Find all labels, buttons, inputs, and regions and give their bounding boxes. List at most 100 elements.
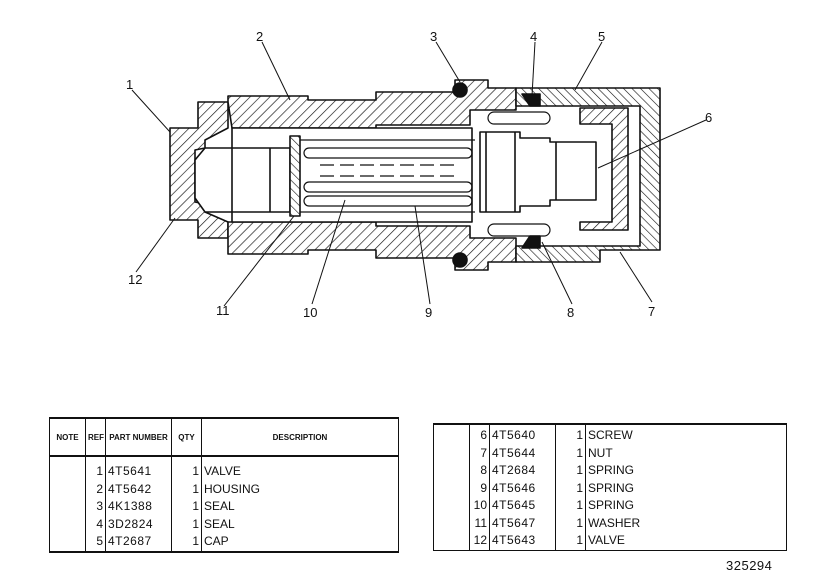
callout-labels: 1 2 3 4 5 6 7 8 9 10 11 12 — [126, 29, 712, 320]
callout-11: 11 — [216, 303, 230, 318]
part-number-cell: 4T5646 — [489, 479, 556, 497]
qty-cell: 1 — [171, 480, 202, 498]
spring-assembly — [300, 139, 475, 213]
part-number-cell: 4T5642 — [105, 480, 172, 498]
cross-section-drawing — [169, 79, 661, 271]
note-cell — [433, 444, 470, 462]
document-number: 325294 — [726, 558, 773, 573]
qty-cell: 1 — [555, 424, 586, 445]
qty-cell: 1 — [171, 533, 202, 552]
part-number-cell: 4T5644 — [489, 444, 556, 462]
callout-12: 12 — [128, 272, 142, 287]
header-description: DESCRIPTION — [201, 418, 399, 457]
table-row: 5 4T2687 1 CAP — [49, 533, 399, 552]
table-row: 9 4T5646 1 SPRING — [433, 479, 787, 497]
housing-upper — [227, 79, 517, 129]
ref-cell: 6 — [469, 424, 490, 445]
note-cell — [49, 498, 86, 516]
table-row: 12 4T5643 1 VALVE — [433, 532, 787, 550]
note-cell — [433, 479, 470, 497]
note-cell — [49, 533, 86, 552]
table-row: 2 4T5642 1 HOUSING — [49, 480, 399, 498]
qty-cell: 1 — [555, 514, 586, 532]
table-row: 6 4T5640 1 SCREW — [433, 424, 787, 445]
valve-end-part — [169, 101, 229, 239]
ref-cell: 7 — [469, 444, 490, 462]
nut-part — [579, 107, 629, 231]
callout-3: 3 — [430, 29, 437, 44]
qty-cell: 1 — [555, 497, 586, 515]
part-number-cell: 4T2687 — [105, 533, 172, 552]
parts-table-right: 6 4T5640 1 SCREW 7 4T5644 1 NUT 8 4T2684… — [433, 423, 787, 551]
description-cell: SPRING — [588, 480, 635, 495]
spring-8 — [487, 111, 551, 237]
callout-9: 9 — [425, 305, 432, 320]
callout-2: 2 — [256, 29, 263, 44]
callout-1: 1 — [126, 77, 133, 92]
callout-8: 8 — [567, 305, 574, 320]
part-number-cell: 4K1388 — [105, 498, 172, 516]
seal-3-top — [452, 82, 468, 98]
part-number-cell: 4T5640 — [489, 424, 556, 445]
header-part-number: PART NUMBER — [105, 418, 172, 457]
screw-part — [479, 131, 597, 213]
note-cell — [433, 532, 470, 550]
description-cell: SPRING — [588, 463, 635, 477]
ref-cell: 1 — [85, 456, 106, 481]
callout-10: 10 — [303, 305, 317, 320]
table-row: 4 3D2824 1 SEAL — [49, 515, 399, 533]
description-cell: SPRING — [588, 498, 635, 512]
note-cell — [433, 497, 470, 515]
seal-4-bottom — [521, 235, 541, 249]
seal-3-bottom — [452, 252, 468, 268]
callout-5: 5 — [598, 29, 605, 44]
qty-cell: 1 — [555, 444, 586, 462]
qty-cell: 1 — [555, 479, 586, 497]
part-number-cell: 4T5645 — [489, 497, 556, 515]
ref-cell: 11 — [469, 514, 490, 532]
description-cell: SEAL — [204, 516, 235, 531]
header-qty: QTY — [171, 418, 202, 457]
note-cell — [433, 514, 470, 532]
part-number-cell: 4T2684 — [489, 462, 556, 480]
table-row: 11 4T5647 1 WASHER — [433, 514, 787, 532]
table-header-row: NOTE REF NO PART NUMBER QTY DESCRIPTION — [49, 418, 399, 457]
description-cell: CAP — [204, 534, 229, 548]
description-cell: NUT — [588, 445, 613, 460]
ref-cell: 5 — [85, 533, 106, 552]
ref-cell: 12 — [469, 532, 490, 550]
header-note: NOTE — [49, 418, 86, 457]
ref-cell: 9 — [469, 479, 490, 497]
part-number-cell: 4T5641 — [105, 456, 172, 481]
qty-cell: 1 — [171, 515, 202, 533]
note-cell — [49, 456, 86, 481]
ref-cell: 4 — [85, 515, 106, 533]
note-cell — [433, 424, 470, 445]
header-ref-no: REF NO — [85, 418, 106, 457]
note-cell — [433, 462, 470, 480]
note-cell — [49, 515, 86, 533]
callout-4: 4 — [530, 29, 537, 44]
washer-part — [289, 135, 301, 217]
table-row: 10 4T5645 1 SPRING — [433, 497, 787, 515]
description-cell: SCREW — [588, 428, 633, 442]
ref-cell: 8 — [469, 462, 490, 480]
note-cell — [49, 480, 86, 498]
description-cell: VALVE — [204, 464, 241, 478]
ref-cell: 3 — [85, 498, 106, 516]
callout-7: 7 — [648, 304, 655, 319]
table-row: 7 4T5644 1 NUT — [433, 444, 787, 462]
description-cell: SEAL — [204, 499, 235, 513]
table-row: 1 4T5641 1 VALVE — [49, 456, 399, 481]
parts-table-left: NOTE REF NO PART NUMBER QTY DESCRIPTION … — [49, 417, 399, 553]
qty-cell: 1 — [171, 456, 202, 481]
part-number-cell: 3D2824 — [105, 515, 172, 533]
table-row: 3 4K1388 1 SEAL — [49, 498, 399, 516]
qty-cell: 1 — [171, 498, 202, 516]
leader-lines — [131, 41, 707, 307]
ref-cell: 10 — [469, 497, 490, 515]
housing-lower — [227, 221, 517, 271]
part-number-cell: 4T5643 — [489, 532, 556, 550]
qty-cell: 1 — [555, 532, 586, 550]
